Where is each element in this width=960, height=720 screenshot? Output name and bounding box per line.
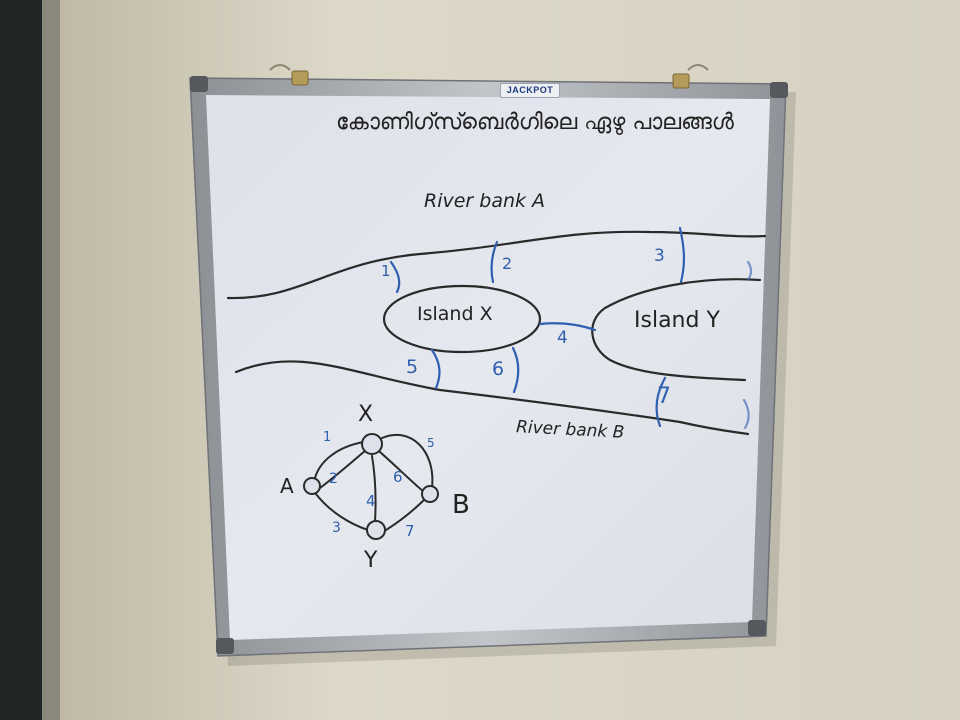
graph-edge-3-number: 3 bbox=[332, 520, 341, 536]
board-title: കോണിഗ്സ്ബെർഗിലെ ഏഴു പാലങ്ങൾ bbox=[336, 110, 734, 135]
island-y-label: Island Y bbox=[634, 308, 720, 333]
bridge-2 bbox=[490, 240, 499, 284]
bridge-6-number: 6 bbox=[492, 358, 505, 380]
graph-edge-2 bbox=[319, 449, 367, 489]
graph-edge-5 bbox=[381, 433, 434, 489]
island-y-outline bbox=[591, 278, 762, 382]
bridge-6 bbox=[511, 346, 520, 394]
graph-node-y-label: Y bbox=[364, 548, 378, 573]
bridge-7 bbox=[655, 376, 667, 428]
graph-node-b-label: B bbox=[452, 490, 470, 520]
bridge-4 bbox=[538, 322, 597, 332]
graph-edge-5-number: 5 bbox=[427, 436, 435, 450]
bridge-1 bbox=[389, 260, 401, 294]
bridge-7-number: 7 bbox=[657, 384, 671, 409]
bridge-1-number: 1 bbox=[381, 262, 391, 280]
graph-node-a bbox=[303, 477, 321, 495]
river-bank-b-lower-line bbox=[234, 360, 750, 436]
graph-edge-7 bbox=[385, 497, 427, 531]
graph-node-a-label: A bbox=[280, 474, 294, 498]
graph-edge-7-number: 7 bbox=[405, 522, 415, 540]
board-surface bbox=[206, 95, 770, 640]
graph-node-x bbox=[361, 433, 383, 455]
graph-node-b bbox=[421, 485, 439, 503]
bridge-3 bbox=[678, 226, 686, 284]
river-bank-a-label: River bank A bbox=[424, 190, 546, 212]
graph-node-y bbox=[366, 520, 386, 540]
graph-edge-2-number: 2 bbox=[329, 471, 338, 487]
graph-edge-6 bbox=[379, 451, 425, 493]
graph-edge-4-number: 4 bbox=[366, 492, 376, 510]
graph-edge-4 bbox=[371, 455, 377, 523]
graph-edge-1-number: 1 bbox=[323, 430, 332, 445]
graph-edge-1 bbox=[313, 441, 365, 483]
graph-edge-6-number: 6 bbox=[393, 468, 403, 486]
bridge-5 bbox=[430, 348, 441, 390]
graph-node-x-label: X bbox=[358, 402, 374, 427]
bridge-2-number: 2 bbox=[502, 254, 513, 273]
brand-label: JACKPOT bbox=[500, 83, 560, 98]
island-x-outline bbox=[382, 284, 542, 354]
river-bank-a-upper-line bbox=[226, 230, 767, 300]
graph-edge-3 bbox=[315, 493, 369, 531]
island-x-label: Island X bbox=[417, 303, 493, 325]
bridge-5-number: 5 bbox=[406, 356, 419, 378]
bridge-4-number: 4 bbox=[557, 328, 568, 348]
bridge-3-number: 3 bbox=[654, 246, 665, 266]
